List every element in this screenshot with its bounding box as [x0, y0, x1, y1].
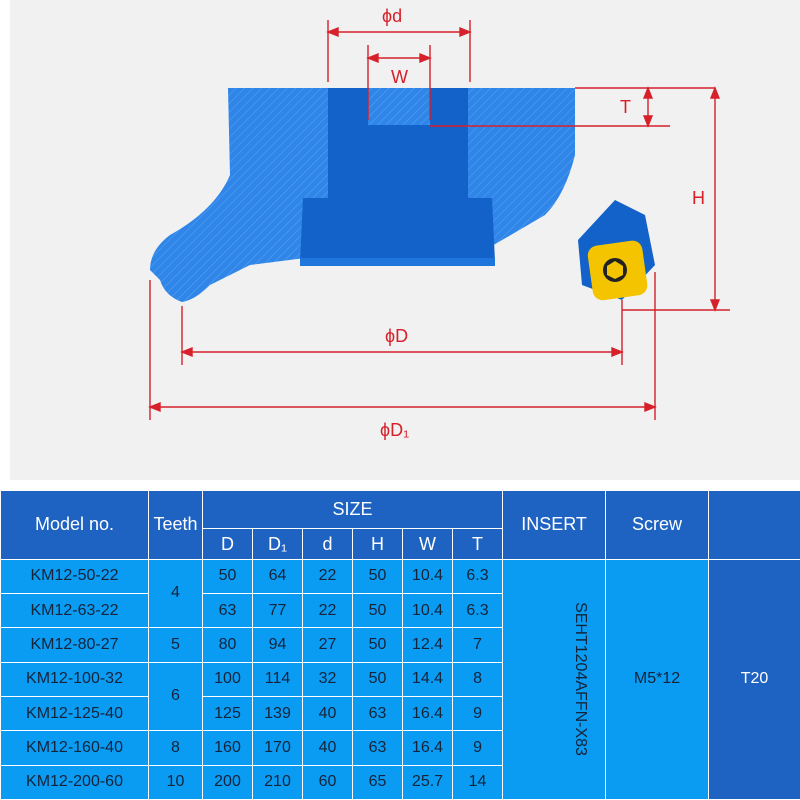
spec-table: Model no. Teeth SIZE INSERT Screw D D₁ d… [0, 489, 800, 800]
model-cell: KM12-63-22 [0, 592, 149, 629]
bore-cell: 40 [302, 730, 353, 766]
col-header-D: D [202, 528, 253, 560]
w-cell: 12.4 [402, 627, 453, 663]
w-cell: 16.4 [402, 695, 453, 732]
col-header-d: d [302, 528, 353, 560]
dim-D-label: ϕD [385, 326, 408, 346]
col-header-insert: INSERT [502, 490, 607, 560]
col-header-W: W [402, 528, 453, 560]
h-cell: 65 [352, 764, 403, 800]
w-cell: 10.4 [402, 592, 453, 629]
w-cell: 25.7 [402, 764, 453, 800]
table-row: KM12-63-22 63 77 22 50 10.4 6.3 [0, 592, 800, 629]
teeth-cell: 8 [148, 730, 203, 766]
col-header-teeth: Teeth [148, 490, 203, 560]
bore-cell: 22 [302, 592, 353, 629]
h-cell: 50 [352, 592, 403, 629]
d-cell: 100 [202, 661, 253, 697]
cutter-drawing: ϕd W T H ϕD ϕD₁ [148, 6, 730, 440]
hub [300, 88, 495, 262]
col-header-H: H [352, 528, 403, 560]
model-cell: KM12-125-40 [0, 695, 149, 732]
insert-icon [587, 240, 648, 301]
t-cell: 9 [451, 730, 504, 766]
d1-cell: 139 [252, 695, 303, 732]
teeth-cell: 5 [148, 627, 203, 663]
w-cell: 16.4 [402, 730, 453, 766]
dim-w-label: W [391, 67, 408, 87]
d-cell: 80 [202, 627, 253, 663]
col-header-D1: D₁ [252, 528, 303, 560]
t-cell: 6.3 [451, 558, 504, 594]
d1-cell: 114 [252, 661, 303, 697]
col-header-screw: Screw [605, 490, 710, 560]
col-header-T: T [451, 528, 504, 560]
d-cell: 160 [202, 730, 253, 766]
d-cell: 50 [202, 558, 253, 594]
col-header-key [708, 490, 800, 560]
w-cell: 14.4 [402, 661, 453, 697]
table-row: KM12-80-27 5 80 94 27 50 12.4 7 [0, 627, 800, 663]
t-cell: 6.3 [451, 592, 504, 629]
model-cell: KM12-200-60 [0, 764, 149, 800]
h-cell: 63 [352, 730, 403, 766]
teeth-cell: 6 [148, 661, 203, 732]
model-cell: KM12-160-40 [0, 730, 149, 766]
t-cell: 14 [451, 764, 504, 800]
model-cell: KM12-80-27 [0, 627, 149, 663]
table-row: KM12-100-32 6 100 114 32 50 14.4 8 [0, 661, 800, 732]
d-cell: 125 [202, 695, 253, 732]
table-row: KM12-50-22 4 50 64 22 50 10.4 6.3 SEHT12… [0, 558, 800, 800]
dim-D1-label: ϕD₁ [380, 420, 409, 440]
dimension-lines [148, 20, 730, 420]
model-cell: KM12-100-32 [0, 661, 149, 697]
dim-h-label: H [692, 188, 705, 208]
dim-t-label: T [620, 97, 631, 117]
bore-cell: 27 [302, 627, 353, 663]
screw-cell: M5*12 [605, 558, 710, 800]
d1-cell: 64 [252, 558, 303, 594]
bore-cell: 60 [302, 764, 353, 800]
h-cell: 50 [352, 558, 403, 594]
teeth-cell: 4 [148, 558, 203, 629]
t-cell: 9 [451, 695, 504, 732]
d1-cell: 210 [252, 764, 303, 800]
bore-cell: 22 [302, 558, 353, 594]
d-cell: 200 [202, 764, 253, 800]
key-cell: T20 [708, 558, 800, 800]
insert-value: SEHT1204AFFN-X83 [571, 602, 589, 757]
d1-cell: 170 [252, 730, 303, 766]
col-header-model: Model no. [0, 490, 149, 560]
bore-cell: 40 [302, 695, 353, 732]
d1-cell: 94 [252, 627, 303, 663]
col-header-size: SIZE [201, 489, 504, 530]
hub-base [300, 258, 495, 266]
d-cell: 63 [202, 592, 253, 629]
teeth-cell: 10 [148, 764, 203, 800]
insert-cell: SEHT1204AFFN-X83 [502, 558, 607, 800]
dim-d-label: ϕd [382, 6, 402, 26]
t-cell: 7 [451, 627, 504, 663]
t-cell: 8 [451, 661, 504, 697]
table-row: KM12-200-60 10 200 210 60 65 25.7 14 [0, 764, 800, 800]
w-cell: 10.4 [402, 558, 453, 594]
bore-cell: 32 [302, 661, 353, 697]
h-cell: 50 [352, 661, 403, 697]
model-cell: KM12-50-22 [0, 558, 149, 594]
d1-cell: 77 [252, 592, 303, 629]
h-cell: 63 [352, 695, 403, 732]
drawing-area: ϕd W T H ϕD ϕD₁ [10, 0, 800, 480]
h-cell: 50 [352, 627, 403, 663]
